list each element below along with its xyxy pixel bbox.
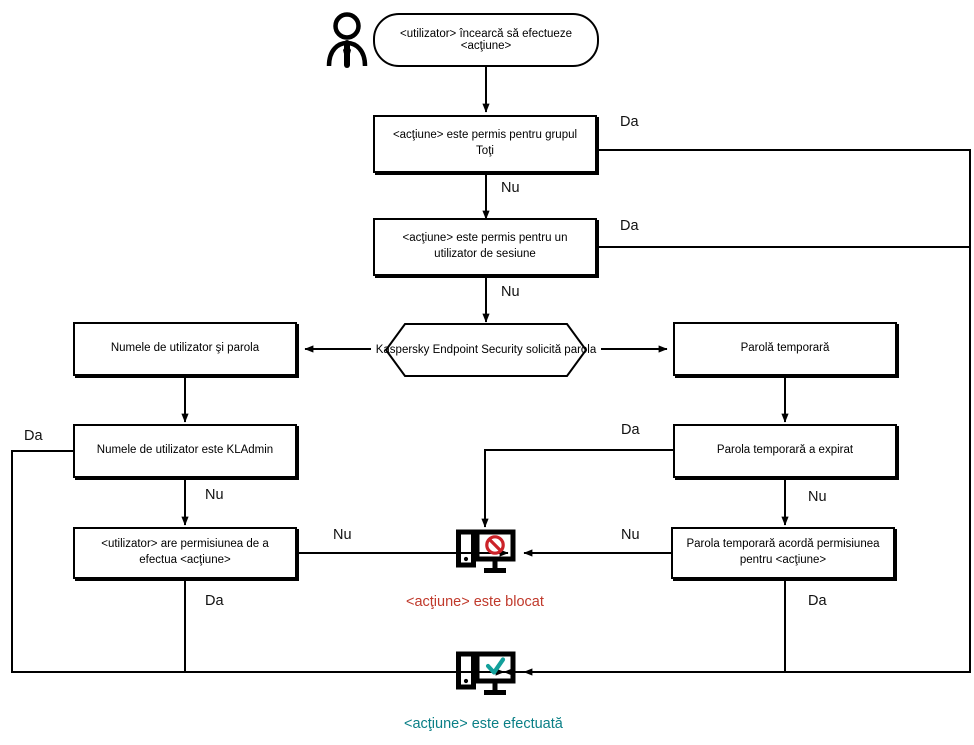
node-allowed-session-user-label: <acţiune> este permis pentru un utilizat… [402,232,568,260]
node-temporary-password-label: Parolă temporară [740,342,830,355]
node-kes-asks-password-label: Kaspersky Endpoint Security solicită par… [375,344,597,356]
edge-label-session-no: Nu [501,284,520,300]
edge-kladmin-yes [11,450,505,676]
monitor-blocked-icon [456,528,516,578]
node-kes-asks-password[interactable]: Kaspersky Endpoint Security solicită par… [369,322,603,378]
node-temporary-password-expired[interactable]: Parola temporară a expirat [673,424,897,478]
node-temp-password-grants-permission-label: Parola temporară acordă permisiunea pent… [686,538,880,566]
node-user-has-permission[interactable]: <utilizator> are permisiunea de a efectu… [73,527,297,579]
edge-label-kladmin-no: Nu [205,487,224,503]
start-node-label: <utilizator> încearcă să efectueze <acţi… [400,28,572,52]
person-icon [322,10,372,72]
terminal-performed-label: <acţiune> este efectuată [404,716,563,732]
edge-label-grants-yes: Da [808,593,827,609]
edge-label-expired-no: Nu [808,489,827,505]
edge-label-session-yes: Da [620,218,639,234]
node-allowed-session-user[interactable]: <acţiune> este permis pentru un utilizat… [373,218,597,276]
node-username-and-password[interactable]: Numele de utilizator şi parola [73,322,297,376]
monitor-check-icon [456,650,516,700]
edge-label-expired-yes: Da [621,422,640,438]
edge-label-permission-yes: Da [205,593,224,609]
node-temp-password-grants-permission[interactable]: Parola temporară acordă permisiunea pent… [671,527,895,579]
edge-expired-yes [481,449,673,528]
node-allowed-everyone-label: <acţiune> este permis pentru grupul Toţi [392,129,578,157]
node-temporary-password-expired-label: Parola temporară a expirat [716,444,854,457]
start-node[interactable]: <utilizator> încearcă să efectueze <acţi… [373,13,599,67]
edge-label-grants-no: Nu [621,527,640,543]
edge-label-permission-no: Nu [333,527,352,543]
node-allowed-everyone[interactable]: <acţiune> este permis pentru grupul Toţi [373,115,597,173]
terminal-blocked-label: <acţiune> este blocat [406,594,544,610]
hexagon-shape [384,323,588,377]
edge-label-everyone-no: Nu [501,180,520,196]
node-user-has-permission-label: <utilizator> are permisiunea de a efectu… [101,538,269,566]
edge-label-everyone-yes: Da [620,114,639,130]
node-username-is-kladmin[interactable]: Numele de utilizator este KLAdmin [73,424,297,478]
edge-label-kladmin-yes: Da [24,428,43,444]
node-username-and-password-label: Numele de utilizator şi parola [110,342,260,355]
node-username-is-kladmin-label: Numele de utilizator este KLAdmin [96,444,274,457]
node-temporary-password[interactable]: Parolă temporară [673,322,897,376]
